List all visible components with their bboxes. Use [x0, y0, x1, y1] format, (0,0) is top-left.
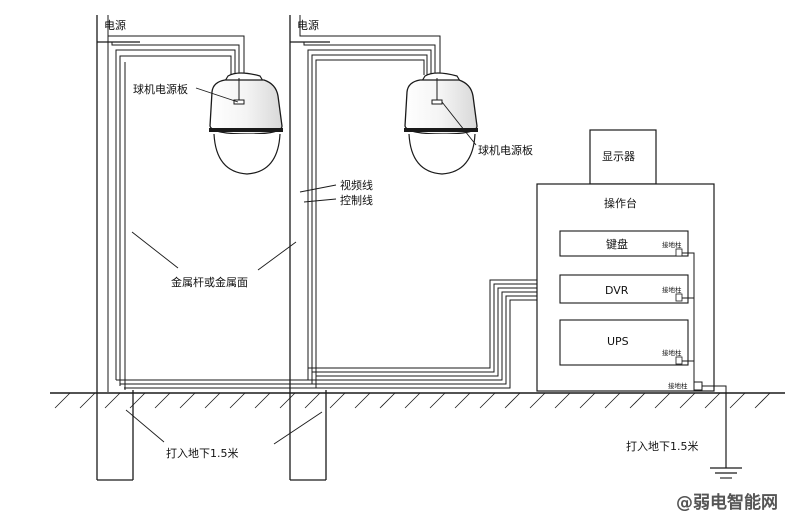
ground-post-label-keyboard: 接地柱 [662, 240, 682, 249]
monitor-box [589, 129, 657, 185]
keyboard-label: 键盘 [606, 237, 628, 251]
right-dome-camera [404, 72, 478, 175]
ground-depth-label-right: 打入地下1.5米 [626, 439, 699, 453]
ground-post-label-ups: 接地柱 [662, 348, 682, 357]
dvr-label: DVR [605, 284, 629, 297]
ground-surface [50, 392, 785, 409]
left-dome-camera [209, 72, 283, 175]
control-line-label: 控制线 [340, 193, 373, 207]
watermark: @弱电智能网 [676, 492, 778, 513]
grounding-bus [682, 252, 727, 393]
ground-depth-label-left: 打入地下1.5米 [166, 446, 239, 460]
console-label: 操作台 [604, 196, 637, 210]
power-label-left: 电源 [104, 18, 126, 32]
middle-metal-pole [289, 15, 330, 481]
cable-bundle-to-console [116, 279, 560, 389]
left-metal-pole [96, 15, 140, 481]
metal-pole-label: 金属杆或金属面 [171, 275, 248, 289]
left-pole-cables [107, 15, 245, 392]
leader-lines [125, 87, 477, 445]
ups-box [559, 319, 689, 366]
keyboard-box [559, 230, 689, 257]
video-line-label: 视频线 [340, 178, 373, 192]
ground-post-label-bus: 接地柱 [668, 381, 688, 390]
dome-board-label-right: 球机电源板 [478, 143, 533, 157]
ground-post-label-dvr: 接地柱 [662, 285, 682, 294]
dome-board-label-left: 球机电源板 [133, 82, 188, 96]
ground-electrode [710, 393, 742, 479]
middle-pole-cables [299, 15, 441, 388]
monitor-label: 显示器 [602, 150, 635, 163]
power-label-middle: 电源 [297, 18, 319, 32]
ups-label: UPS [607, 335, 629, 348]
dvr-box [559, 274, 689, 304]
